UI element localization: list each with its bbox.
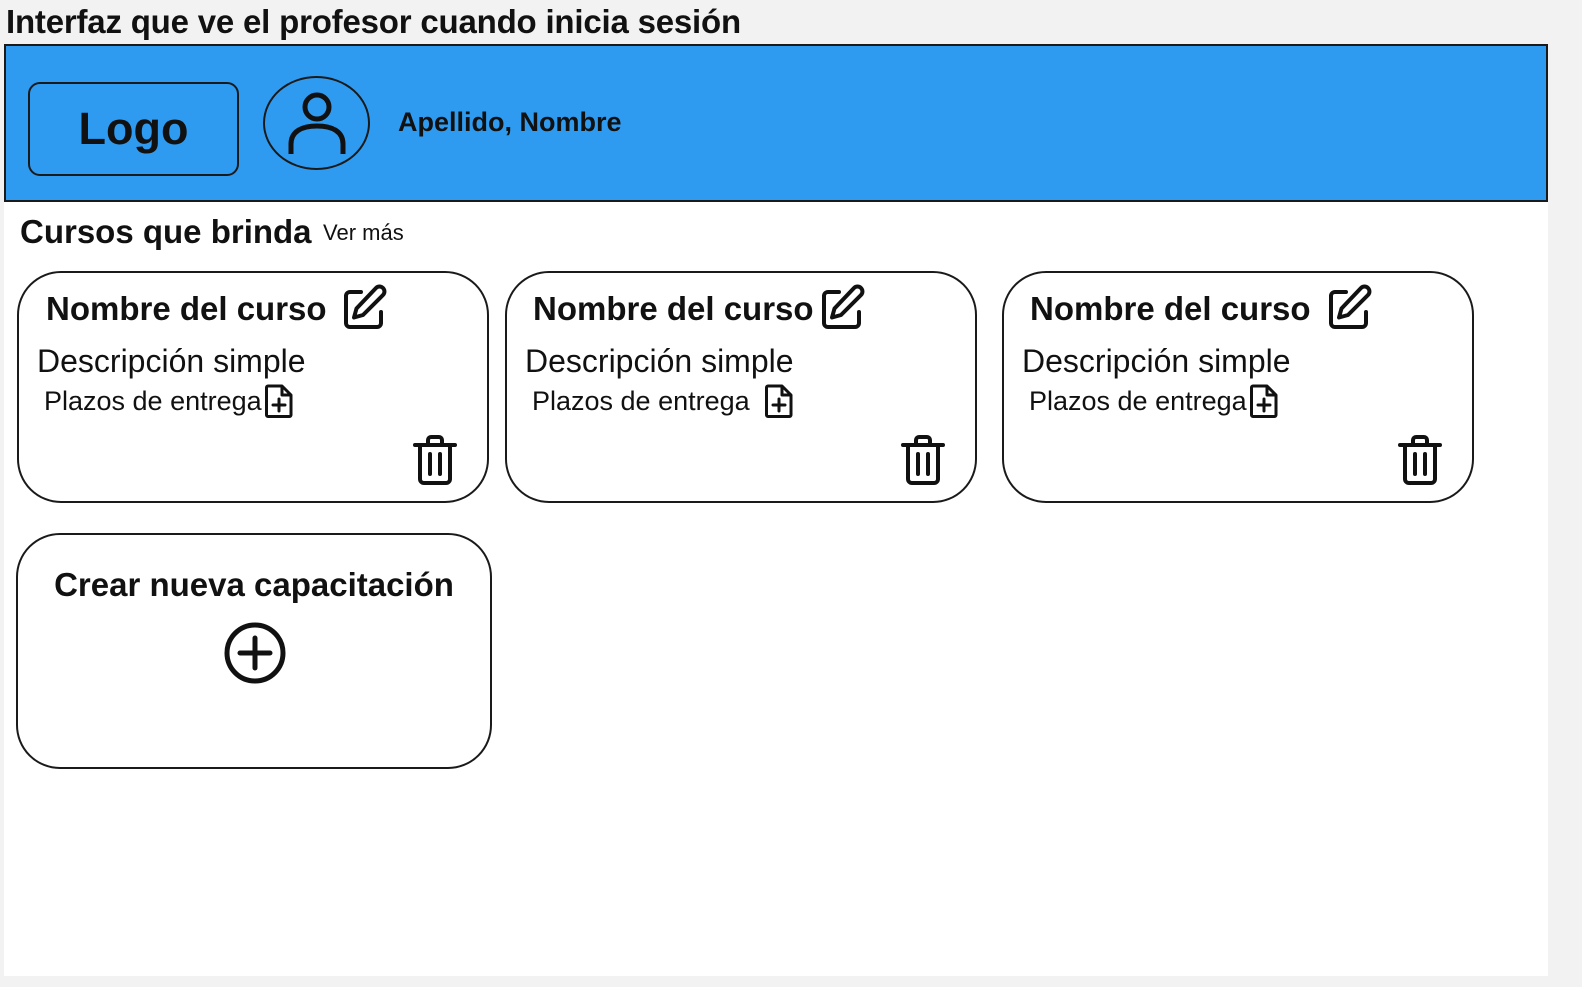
edit-icon[interactable] xyxy=(819,284,867,332)
header-bar: Logo Apellido, Nombre xyxy=(4,44,1548,202)
edit-icon[interactable] xyxy=(1326,284,1374,332)
plus-circle-icon[interactable] xyxy=(223,621,287,685)
app-frame: Logo Apellido, Nombre Cursos que brinda … xyxy=(4,44,1548,976)
deadlines-row[interactable]: Plazos de entrega xyxy=(532,383,794,419)
create-course-title: Crear nueva capacitación xyxy=(54,566,454,603)
course-title: Nombre del curso xyxy=(46,290,327,327)
user-icon xyxy=(288,92,345,154)
avatar[interactable] xyxy=(263,76,370,170)
edit-icon[interactable] xyxy=(341,284,389,332)
course-card: Nombre del curso Descripción simple Plaz… xyxy=(505,271,977,503)
file-plus-icon[interactable] xyxy=(264,384,294,418)
file-plus-icon[interactable] xyxy=(1249,384,1279,418)
deadlines-label: Plazos de entrega xyxy=(1029,385,1247,416)
logo[interactable]: Logo xyxy=(28,82,239,176)
trash-icon[interactable] xyxy=(901,435,945,485)
trash-icon[interactable] xyxy=(413,435,457,485)
course-title: Nombre del curso xyxy=(533,290,814,327)
course-description: Descripción simple xyxy=(525,343,794,379)
deadlines-label: Plazos de entrega xyxy=(44,385,262,416)
course-card: Nombre del curso Descripción simple Plaz… xyxy=(17,271,489,503)
section-title: Cursos que brinda xyxy=(20,213,312,250)
see-more-link[interactable]: Ver más xyxy=(323,220,404,245)
course-title: Nombre del curso xyxy=(1030,290,1311,327)
course-card: Nombre del curso Descripción simple Plaz… xyxy=(1002,271,1474,503)
create-course-card[interactable]: Crear nueva capacitación xyxy=(16,533,492,769)
course-description: Descripción simple xyxy=(1022,343,1291,379)
file-plus-icon[interactable] xyxy=(764,384,794,418)
frame-title: Interfaz que ve el profesor cuando inici… xyxy=(6,3,741,40)
user-name: Apellido, Nombre xyxy=(398,107,622,137)
trash-icon[interactable] xyxy=(1398,435,1442,485)
course-description: Descripción simple xyxy=(37,343,306,379)
deadlines-label: Plazos de entrega xyxy=(532,385,750,416)
deadlines-row[interactable]: Plazos de entrega xyxy=(1029,383,1279,419)
deadlines-row[interactable]: Plazos de entrega xyxy=(44,383,294,419)
